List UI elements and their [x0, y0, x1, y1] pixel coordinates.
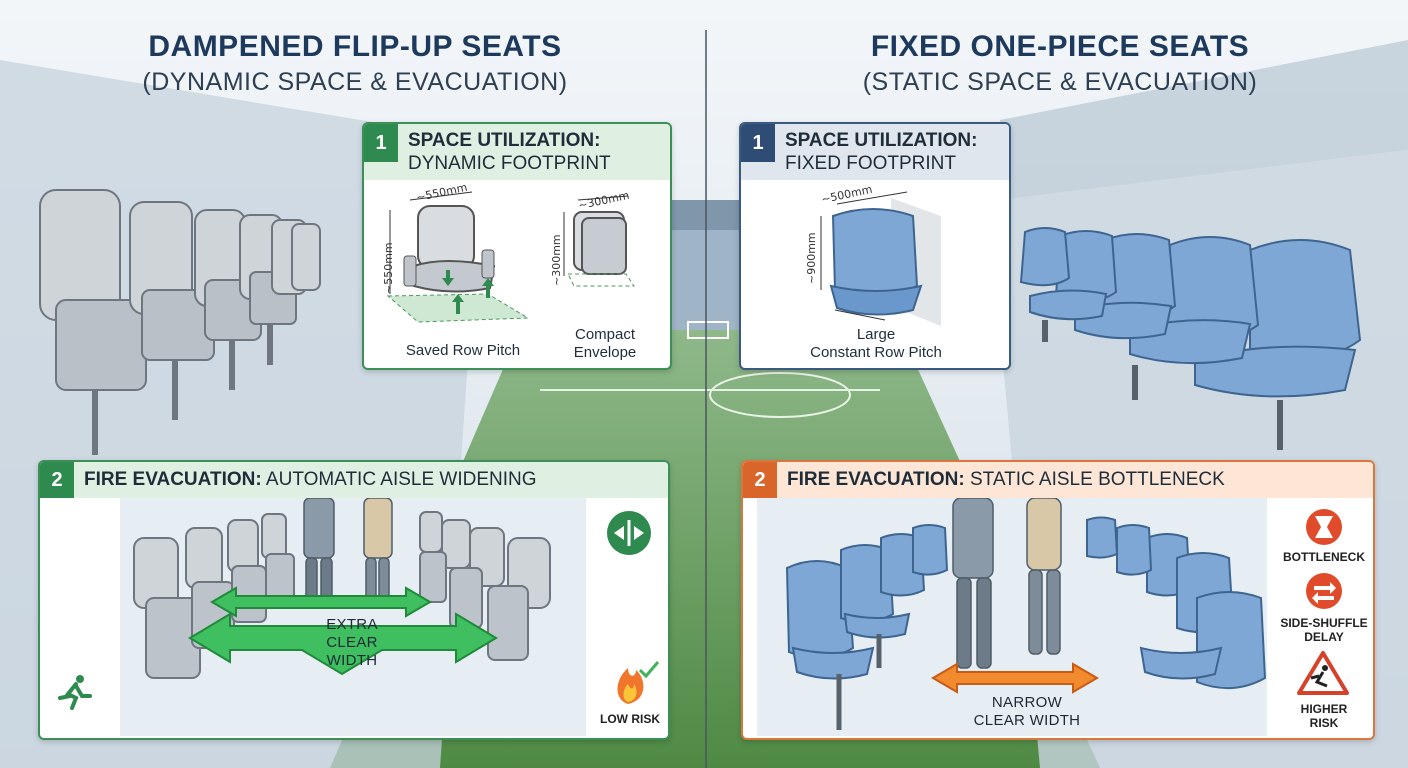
- aisle-widen-icon: [607, 511, 651, 555]
- bottleneck-icon: [1306, 509, 1342, 545]
- right-subtitle: (STATIC SPACE & EVACUATION): [862, 68, 1258, 96]
- bottleneck-label: BOTTLENECK: [1283, 550, 1365, 564]
- panel-title-rest: DYNAMIC FOOTPRINT: [408, 153, 611, 174]
- side-shuffle-icon: [1306, 573, 1342, 609]
- panel-header: 1 SPACE UTILIZATION: DYNAMIC FOOTPRINT: [364, 124, 670, 180]
- higher-risk-label: HIGHER RISK: [1273, 702, 1373, 730]
- fire-evacuation-panel-flip: 2 FIRE EVACUATION: AUTOMATIC AISLE WIDEN…: [38, 460, 670, 740]
- flip-seat-dimension-icon: [386, 191, 635, 323]
- panel-title-bold: FIRE EVACUATION:: [787, 469, 965, 490]
- arrow-label-line2: CLEAR: [326, 634, 378, 651]
- panel-header: 2 FIRE EVACUATION: STATIC AISLE BOTTLENE…: [743, 462, 1373, 498]
- caption-line2: Constant Row Pitch: [810, 344, 942, 361]
- caption-line1: Large: [856, 326, 896, 343]
- arrow-label-line1: NARROW: [991, 694, 1063, 711]
- left-title: DAMPENED FLIP-UP SEATS: [148, 30, 562, 63]
- side-shuffle-delay-label: SIDE-SHUFFLE DELAY: [1273, 616, 1373, 644]
- caption-compact-envelope: Compact Envelope: [560, 326, 650, 362]
- left-subtitle: (DYNAMIC SPACE & EVACUATION): [142, 68, 568, 96]
- risk-2-line2: DELAY: [1304, 630, 1344, 644]
- arrow-label-line2: CLEAR WIDTH: [973, 712, 1081, 729]
- panel-header: 2 FIRE EVACUATION: AUTOMATIC AISLE WIDEN…: [40, 462, 668, 498]
- warning-slip-icon: [1297, 651, 1349, 695]
- step-number: 1: [741, 124, 775, 162]
- aisle-widening-scene: [120, 498, 586, 736]
- fire-evacuation-panel-fixed: 2 FIRE EVACUATION: STATIC AISLE BOTTLENE…: [741, 460, 1375, 740]
- left-heading: DAMPENED FLIP-UP SEATS (DYNAMIC SPACE & …: [100, 30, 610, 97]
- space-utilization-panel-fixed: 1 SPACE UTILIZATION: FIXED FOOTPRINT ~50…: [739, 122, 1011, 370]
- extra-clear-width-label: EXTRA CLEAR WIDTH: [302, 616, 402, 670]
- panel-title-rest: STATIC AISLE BOTTLENECK: [969, 469, 1225, 490]
- right-title: FIXED ONE-PIECE SEATS: [870, 30, 1250, 63]
- step-number: 2: [40, 462, 74, 498]
- panel-title: SPACE UTILIZATION: FIXED FOOTPRINT: [775, 124, 987, 175]
- fire-check-icon: [617, 661, 660, 704]
- panel-title-bold: SPACE UTILIZATION:: [408, 130, 601, 151]
- panel-title-rest: AUTOMATIC AISLE WIDENING: [265, 469, 537, 490]
- panel-title-bold: SPACE UTILIZATION:: [785, 130, 978, 151]
- space-utilization-panel-flip: 1 SPACE UTILIZATION: DYNAMIC FOOTPRINT ~…: [362, 122, 672, 370]
- panel-title: SPACE UTILIZATION: DYNAMIC FOOTPRINT: [398, 124, 621, 175]
- caption-compact-line1: Compact: [574, 326, 636, 343]
- panel-header: 1 SPACE UTILIZATION: FIXED FOOTPRINT: [741, 124, 1009, 180]
- arrow-label-line1: EXTRA: [326, 616, 378, 633]
- fixed-seat-dimension-icon: [820, 191, 941, 326]
- narrow-clear-width-label: NARROW CLEAR WIDTH: [957, 694, 1097, 730]
- right-heading: FIXED ONE-PIECE SEATS (STATIC SPACE & EV…: [800, 30, 1320, 97]
- step-number: 2: [743, 462, 777, 498]
- run-exit-icon: [58, 675, 92, 710]
- risk-3-line1: HIGHER: [1300, 702, 1348, 716]
- center-divider: [705, 30, 707, 768]
- panel-title-bold: FIRE EVACUATION:: [84, 469, 262, 490]
- dim-open-height: ~550mm: [382, 242, 395, 294]
- risk-2-line1: SIDE-SHUFFLE: [1280, 616, 1368, 630]
- panel-title: FIRE EVACUATION: STATIC AISLE BOTTLENECK: [777, 462, 1235, 491]
- aisle-bottleneck-scene: [757, 498, 1267, 736]
- arrow-label-line3: WIDTH: [326, 652, 378, 669]
- risk-3-line2: RISK: [1309, 716, 1339, 730]
- panel-title-rest: FIXED FOOTPRINT: [785, 153, 956, 174]
- caption-constant-row-pitch: Large Constant Row Pitch: [771, 326, 981, 362]
- panel-title: FIRE EVACUATION: AUTOMATIC AISLE WIDENIN…: [74, 462, 547, 491]
- caption-saved-row-pitch: Saved Row Pitch: [405, 342, 521, 359]
- dim-folded-height: ~300mm: [550, 234, 563, 286]
- dim-fixed-height: ~900mm: [805, 232, 818, 284]
- low-risk-label: LOW RISK: [600, 712, 660, 726]
- caption-compact-line2: Envelope: [573, 344, 637, 361]
- step-number: 1: [364, 124, 398, 162]
